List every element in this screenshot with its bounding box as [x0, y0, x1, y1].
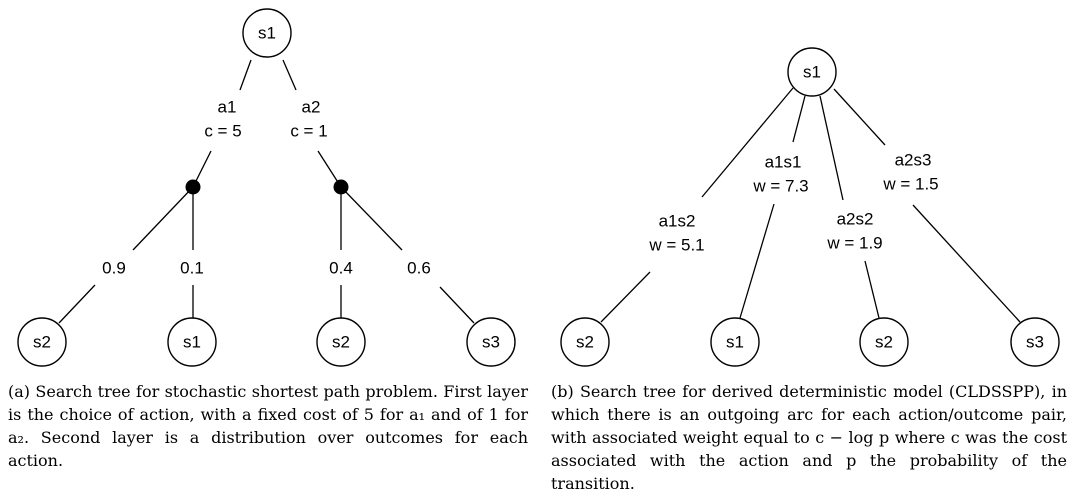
action-a1-cost: c = 5 [204, 122, 241, 141]
caption-b: (b) Search tree for derived deterministi… [551, 382, 1067, 493]
edge-label-a1s2-weight: w = 5.1 [648, 236, 704, 255]
leaf-node-a-2-label: s1 [183, 333, 201, 352]
edge-a-chance1-p1 [132, 186, 194, 251]
edge-a-root-a1 [239, 59, 252, 91]
edge-label-a1s2-name: a1s2 [659, 212, 696, 231]
leaf-node-b-4-label: s3 [1026, 333, 1044, 352]
probability-label-2: 0.1 [180, 259, 204, 278]
leaf-node-b-3 [859, 317, 909, 367]
leaf-node-a-2 [167, 317, 217, 367]
chance-node-a1 [185, 179, 201, 195]
leaf-node-b-1-label: s2 [576, 333, 594, 352]
leaf-node-a-1 [17, 317, 67, 367]
action-a2-name: a2 [302, 98, 321, 117]
edge-a-p4-leaf4 [439, 286, 475, 324]
root-node-b [787, 47, 837, 97]
edge-b-a1s2-leaf1 [600, 271, 651, 323]
edge-b-a1s1-leaf2 [739, 203, 775, 319]
search-tree-diagrams: s1 a1 c = 5 a2 c = 1 0.9 0.1 0.4 0.6 s2 … [17, 8, 1060, 367]
root-node-a [242, 8, 292, 58]
probability-label-3: 0.4 [329, 259, 353, 278]
caption-a: (a) Search tree for stochastic shortest … [8, 382, 528, 470]
root-node-b-label: s1 [803, 63, 821, 82]
edge-b-root-a1s2 [701, 87, 794, 198]
edge-b-a2s3-leaf4 [912, 204, 1021, 323]
edge-label-a2s3-name: a2s3 [895, 151, 932, 170]
leaf-node-a-3-label: s2 [332, 333, 350, 352]
edge-a-chance2-p4 [340, 186, 403, 251]
chance-node-a2 [333, 179, 349, 195]
edge-b-root-a2s3 [833, 88, 886, 146]
leaf-node-b-4 [1010, 317, 1060, 367]
edge-a-p1-leaf1 [58, 284, 96, 324]
edge-a-root-a2 [282, 59, 297, 91]
edge-label-a2s2-weight: w = 1.9 [826, 234, 882, 253]
probability-label-4: 0.6 [407, 259, 431, 278]
root-node-a-label: s1 [258, 24, 276, 43]
leaf-node-b-3-label: s2 [875, 333, 893, 352]
action-a1-name: a1 [218, 98, 237, 117]
leaf-node-a-4 [466, 317, 516, 367]
leaf-node-b-1 [560, 317, 610, 367]
leaf-node-a-3 [316, 317, 366, 367]
leaf-node-a-1-label: s2 [33, 333, 51, 352]
leaf-node-a-4-label: s3 [482, 333, 500, 352]
leaf-node-b-2 [710, 317, 760, 367]
tree-a: s1 a1 c = 5 a2 c = 1 0.9 0.1 0.4 0.6 s2 … [17, 8, 516, 367]
edge-b-root-a1s1 [792, 95, 806, 143]
leaf-node-b-2-label: s1 [726, 333, 744, 352]
action-a2-cost: c = 1 [290, 122, 327, 141]
edge-label-a2s3-weight: w = 1.5 [882, 175, 938, 194]
edge-label-a1s1-name: a1s1 [765, 153, 802, 172]
edge-b-root-a2s2 [819, 95, 844, 201]
edge-b-a2s2-leaf3 [864, 260, 880, 319]
probability-label-1: 0.9 [102, 259, 126, 278]
edge-label-a2s2-name: a2s2 [837, 210, 874, 229]
tree-b: s1 a1s2 w = 5.1 a1s1 w = 7.3 a2s2 w = 1.… [560, 47, 1060, 367]
edge-label-a1s1-weight: w = 7.3 [752, 177, 808, 196]
